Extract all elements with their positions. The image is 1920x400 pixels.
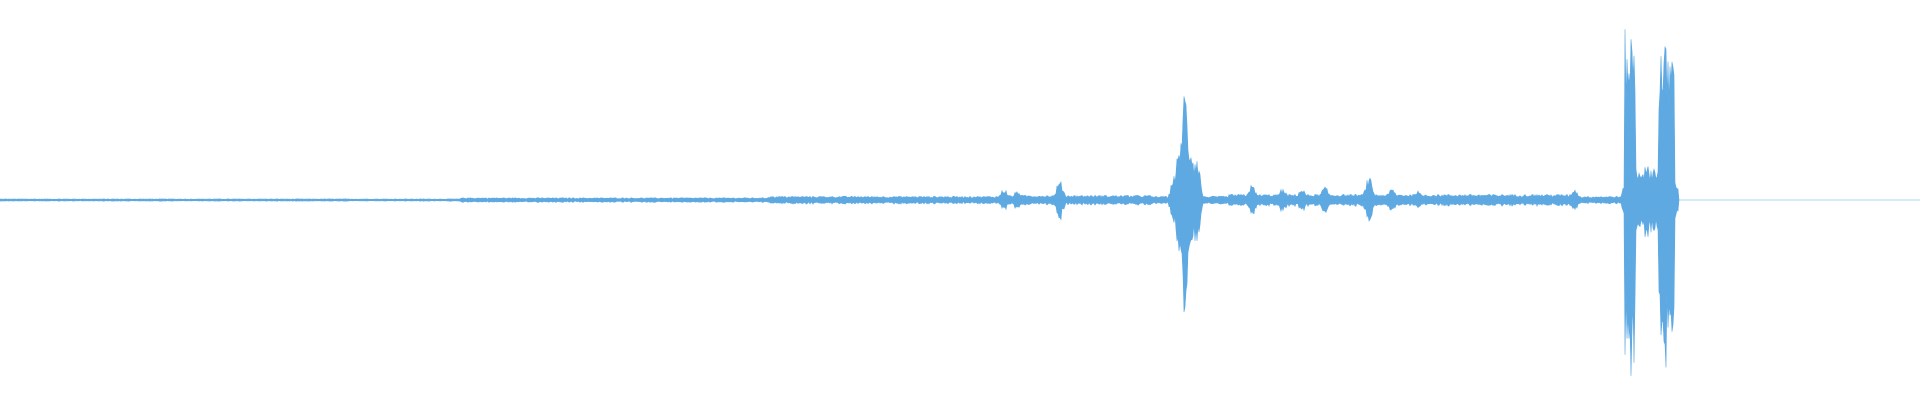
waveform-path (0, 29, 1920, 376)
waveform-shape (0, 29, 1920, 376)
